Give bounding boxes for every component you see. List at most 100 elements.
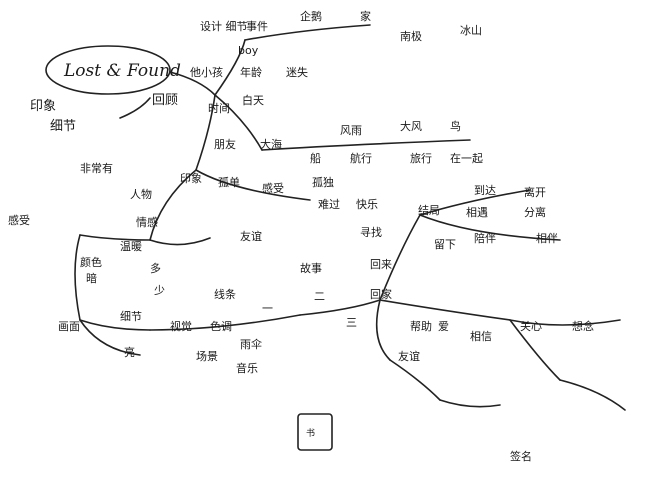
node-subtitle-2: 细节 [50,119,76,134]
connector [379,299,511,321]
node-boy: boy [238,44,259,57]
connector [119,97,151,119]
node-sad: 难过 [318,198,340,211]
node-many: 多 [150,261,161,275]
connector [419,214,561,241]
node-love: 爱 [438,320,449,333]
node-home-back: 回家 [370,287,392,301]
connector [169,71,216,96]
node-kid: 他小孩 [190,66,223,79]
node-glance: 印象 [180,172,202,185]
node-tone: 色调 [210,319,232,333]
node-part: 分离 [524,205,546,219]
node-company: 陪伴 [474,231,496,245]
node-two: 二 [314,290,325,303]
node-emotion: 情感 [136,216,158,229]
connector [439,399,501,408]
node-time: 时间 [208,102,230,115]
node-setting: 设计 细节 [200,20,248,33]
node-thing: 事件 [246,20,268,33]
node-lost: 迷失 [286,66,308,79]
connector [79,319,141,356]
node-south-pole: 南极 [400,29,422,43]
node-help: 帮助 [410,319,432,333]
book-label: 书 [306,428,315,439]
connector [214,39,246,96]
node-meet: 相遇 [466,206,488,219]
node-travel: 旅行 [410,151,432,165]
connector [375,299,391,361]
node-left-2: 感受 [8,214,30,227]
node-three: 三 [346,316,357,329]
node-ice: 冰山 [460,24,482,37]
connector [559,379,626,411]
node-warm: 温暖 [120,240,142,253]
node-home: 家 [360,9,371,23]
connector [244,24,371,41]
node-care: 关心 [520,319,542,333]
connector [299,299,381,316]
connector [149,314,301,331]
connector [509,319,621,326]
connector [419,189,531,216]
node-day: 白天 [242,93,264,107]
title: Lost & Found [63,61,181,81]
node-together2: 相伴 [536,232,558,245]
node-alone: 孤单 [218,176,240,189]
node-side-a: 友谊 [240,229,262,243]
node-age: 年龄 [240,65,262,79]
node-trust: 相信 [470,330,492,343]
node-detail: 细节 [120,310,142,323]
node-ship: 船 [310,151,321,165]
node-story: 故事 [300,261,322,275]
connector [379,214,421,301]
connector [389,359,441,401]
node-colour: 颜色 [80,255,102,269]
connector [149,169,197,241]
node-one: 一 [262,302,273,315]
node-sign: 签名 [510,449,532,463]
node-few: 少 [154,284,165,297]
node-penguin: 企鹅 [300,9,322,23]
node-music: 音乐 [236,361,258,375]
connector [214,94,263,151]
connector [79,319,151,331]
node-umbrella: 雨伞 [240,337,262,351]
node-line: 线条 [214,287,236,301]
book-doodle [297,413,333,451]
node-friend: 朋友 [214,137,236,151]
node-scene: 场景 [196,349,218,363]
node-picture: 画面 [58,320,80,333]
node-bright: 亮 [124,345,135,359]
node-feel: 感受 [262,182,284,195]
node-storm: 风雨 [340,124,362,137]
node-find: 寻找 [360,225,382,239]
node-dark: 暗 [86,271,97,285]
node-left-1: 非常有 [80,161,113,175]
node-before: 回顾 [152,93,178,108]
connector [195,169,311,201]
node-visual: 视觉 [170,319,192,333]
node-side-b: 友谊 [398,349,420,363]
node-miss: 想念 [572,319,594,333]
node-arrive: 到达 [474,184,496,197]
node-subtitle-1: 印象 [30,99,56,114]
node-bird: 鸟 [450,119,461,133]
connector [149,237,211,246]
connector [79,234,151,241]
title-bubble [45,45,171,95]
node-lonely: 孤独 [312,176,334,189]
connector [195,94,216,171]
node-wind: 大风 [400,119,422,133]
node-ending: 结局 [418,204,440,217]
node-people: 人物 [130,187,152,201]
node-sail: 航行 [350,151,372,165]
node-stay: 留下 [434,238,456,251]
node-leave: 离开 [524,185,546,199]
node-return: 回来 [370,258,392,271]
node-together: 在一起 [450,152,483,165]
node-happy: 快乐 [356,198,378,211]
connector [74,234,81,321]
connector [509,319,561,381]
